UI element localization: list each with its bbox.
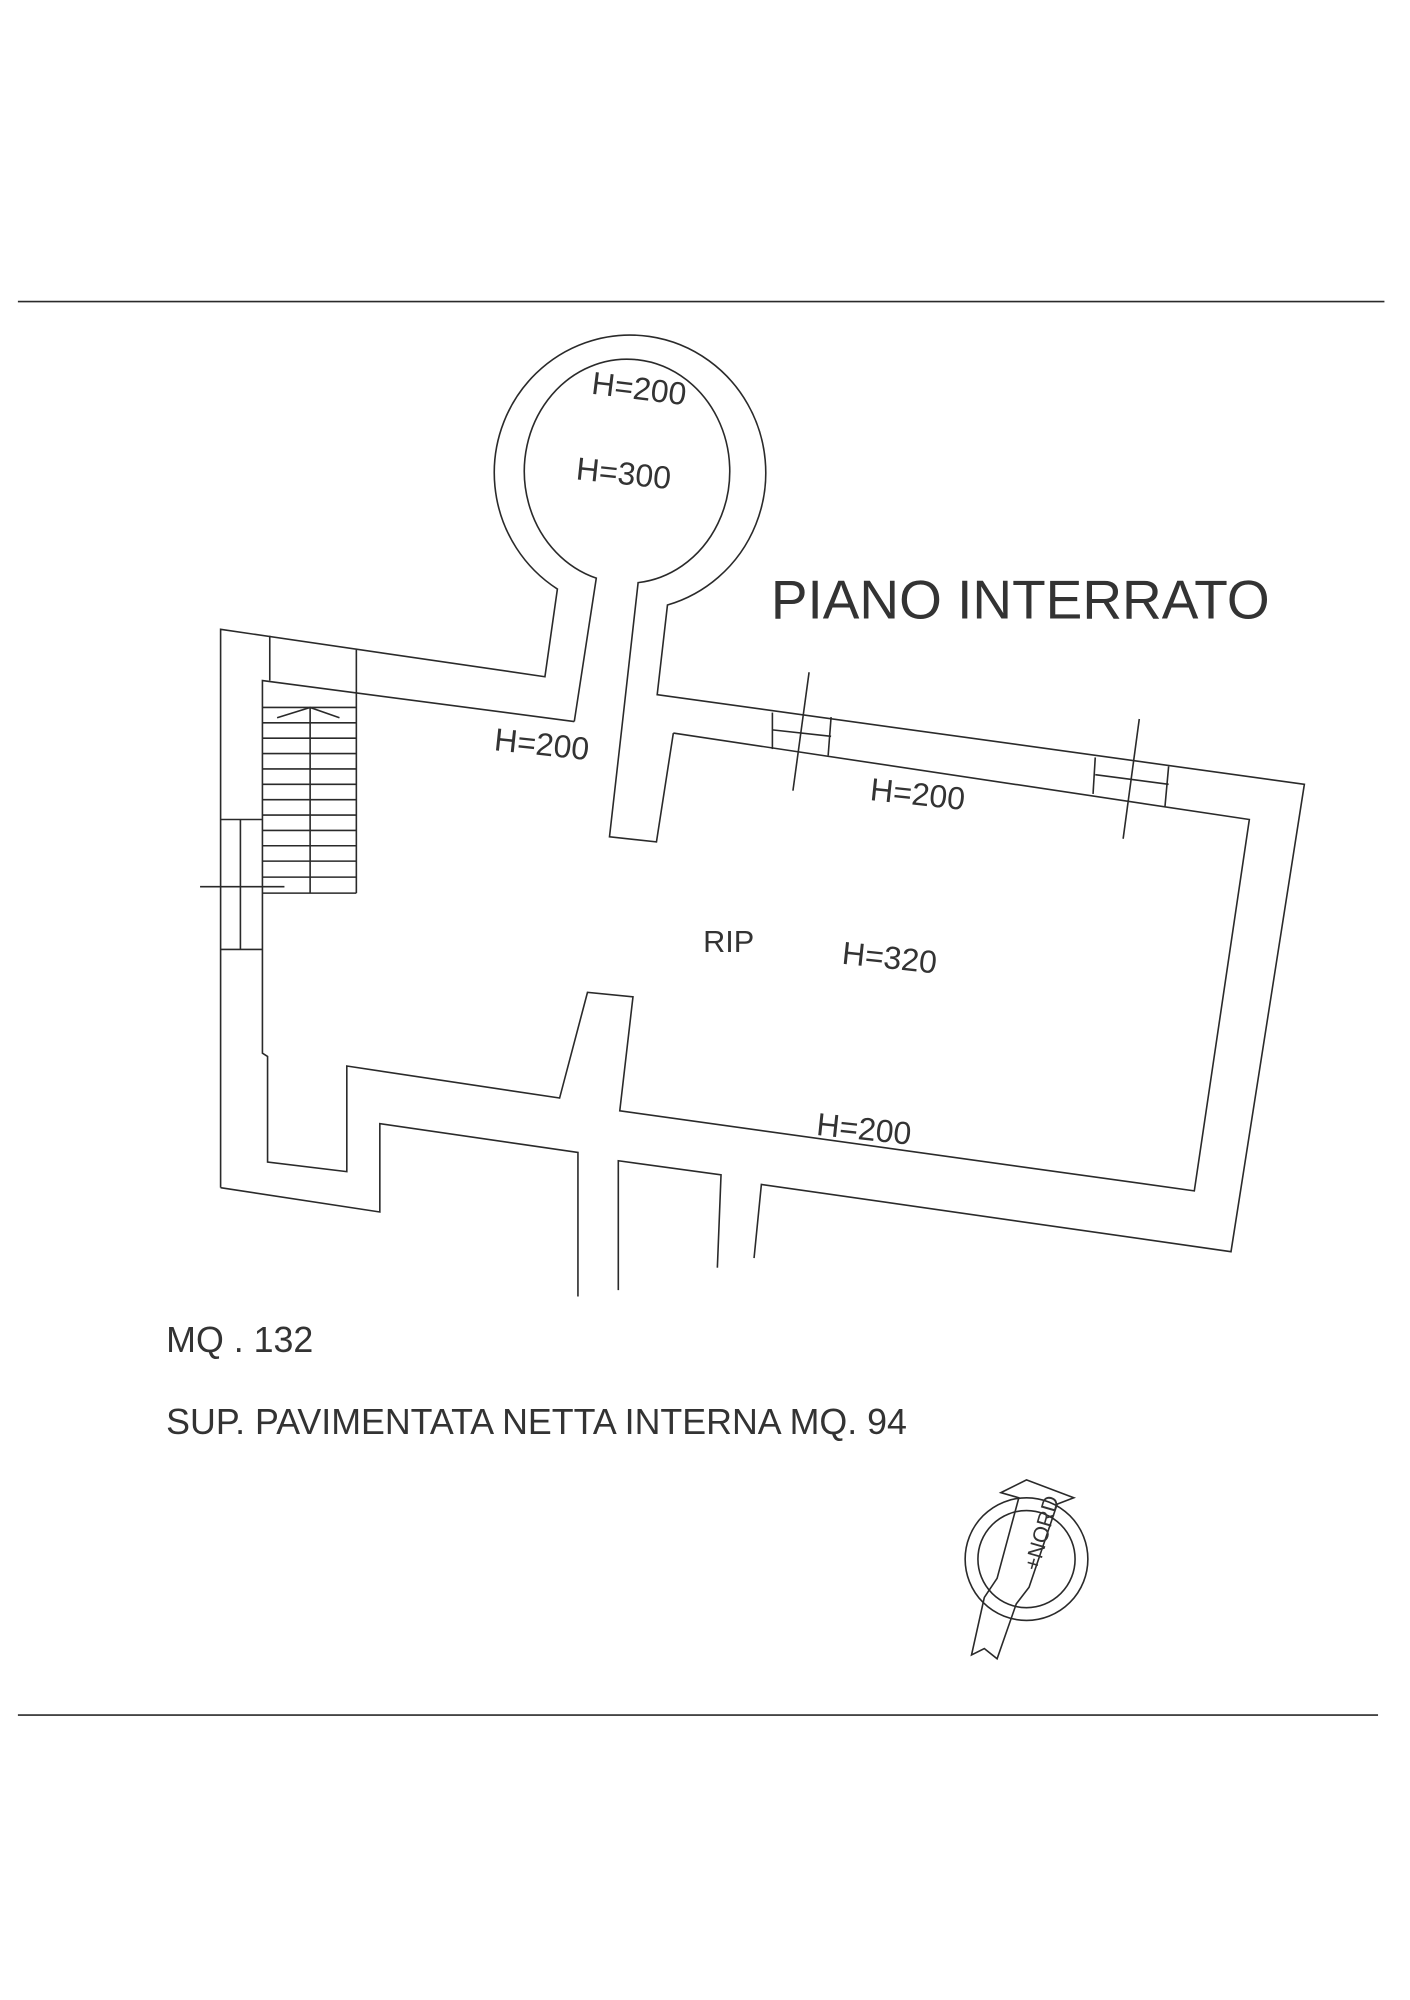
side-door <box>200 820 284 950</box>
outer-wall-bottom-left <box>221 1124 578 1297</box>
outer-wall <box>221 335 1305 1258</box>
area-total: MQ . 132 <box>166 1320 313 1360</box>
area-net: SUP. PAVIMENTATA NETTA INTERNA MQ. 94 <box>166 1402 907 1442</box>
wall-height-top-right: H=200 <box>869 771 967 817</box>
inner-wall <box>262 681 1249 1191</box>
tower-height-lower: H=300 <box>575 450 673 496</box>
room-label: RIP <box>703 925 754 959</box>
window-1 <box>772 672 831 790</box>
tower-inner-wall <box>524 359 729 842</box>
wall-height-top-left: H=200 <box>493 721 591 767</box>
stair-arrow-icon <box>277 707 339 717</box>
staircase <box>262 636 356 893</box>
compass-label: +NORD <box>1019 1493 1064 1574</box>
wall-height-bottom: H=200 <box>815 1106 913 1152</box>
page-title: PIANO INTERRATO <box>771 569 1270 631</box>
room-height: H=320 <box>840 935 938 981</box>
north-compass-icon: +NORD <box>965 1480 1088 1659</box>
bottom-passage-wall <box>618 1161 721 1290</box>
window-2 <box>1093 719 1169 839</box>
walls <box>200 335 1304 1296</box>
